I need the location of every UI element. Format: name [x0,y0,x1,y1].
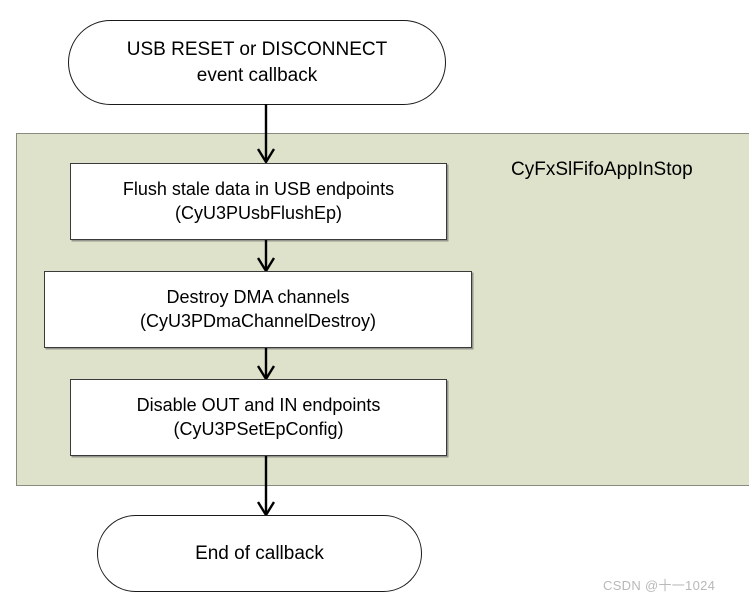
node-label-line1: Destroy DMA channels [166,286,350,307]
node-label-line1: USB RESET or DISCONNECT [126,38,388,60]
node-label-line2: (CyU3PSetEpConfig) [173,418,344,439]
node-destroy-dma-channels[interactable]: Destroy DMA channels (CyU3PDmaChannelDes… [44,271,472,348]
node-label-line1: Disable OUT and IN endpoints [136,394,381,415]
arrow-flush-to-destroy [255,240,277,274]
node-end-of-callback[interactable]: End of callback [97,515,422,592]
watermark-text: CSDN @十一1024 [603,578,716,593]
node-label-line1: Flush stale data in USB endpoints [122,178,395,199]
arrow-disable-to-end [255,456,277,518]
arrow-start-to-flush [255,104,277,166]
node-label-line2: (CyU3PDmaChannelDestroy) [139,310,377,331]
node-label-line1: End of callback [195,542,324,564]
arrow-destroy-to-disable [255,348,277,382]
node-label-line2: event callback [196,64,318,86]
node-disable-endpoints[interactable]: Disable OUT and IN endpoints (CyU3PSetEp… [70,379,447,456]
node-label-line2: (CyU3PUsbFlushEp) [174,202,343,223]
group-panel-label: CyFxSlFifoAppInStop [511,159,693,180]
node-usb-reset-disconnect-callback[interactable]: USB RESET or DISCONNECT event callback [68,20,446,105]
node-flush-endpoints[interactable]: Flush stale data in USB endpoints (CyU3P… [70,163,447,240]
